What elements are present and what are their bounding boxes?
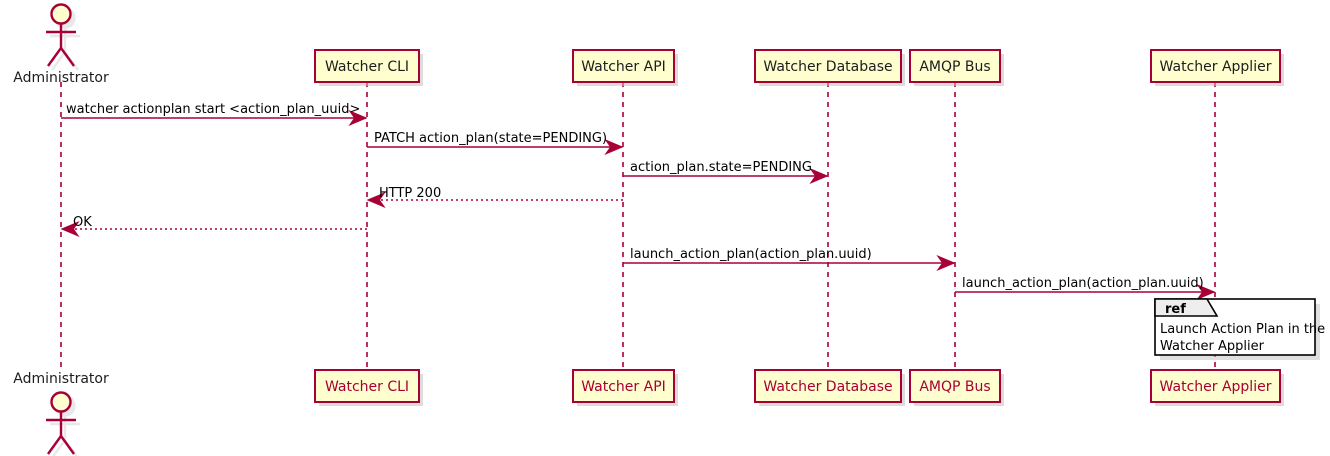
participant-boxes-group: Watcher CLI Watcher CLI Watcher API Watcher… (314, 49, 1284, 406)
participant-label: Watcher Applier (1160, 379, 1272, 395)
box-body (1150, 369, 1281, 403)
ref-line: Launch Action Plan in the (1160, 322, 1325, 337)
message-label: PATCH action_plan(state=PENDING) (374, 131, 607, 146)
box-body (1150, 49, 1281, 83)
messages-group: watcher actionplan start <action_plan_uu… (60, 102, 1216, 300)
participant-label: Watcher CLI (325, 379, 409, 395)
participant-label: Watcher Database (763, 379, 892, 395)
box-body (572, 49, 675, 83)
actor-head-icon (50, 391, 72, 413)
message-msg-1[interactable]: watcher actionplan start <action_plan_uu… (61, 102, 368, 126)
participant-watcher-database-top[interactable]: Watcher Database (754, 49, 905, 86)
ref-tab (1154, 298, 1219, 317)
box-body (754, 49, 902, 83)
message-label: launch_action_plan(action_plan.uuid) (962, 276, 1204, 291)
message-label: launch_action_plan(action_plan.uuid) (630, 247, 872, 262)
participant-watcher-applier-bottom[interactable]: Watcher Applier (1150, 369, 1284, 406)
message-msg-7[interactable]: launch_action_plan(action_plan.uuid) (955, 276, 1216, 300)
participant-watcher-api-top[interactable]: Watcher API (572, 49, 678, 86)
message-msg-4[interactable]: HTTP 200 (366, 186, 623, 208)
actor-administrator-top[interactable]: Administrator (13, 3, 109, 87)
actor-leg-right (60, 47, 75, 67)
participant-label: AMQP Bus (919, 59, 990, 75)
message-label: OK (73, 215, 92, 230)
actor-leg-right (60, 435, 75, 455)
participant-amqp-bus-top[interactable]: AMQP Bus (909, 49, 1004, 86)
participant-watcher-api-bottom[interactable]: Watcher API (572, 369, 678, 406)
participant-label: Watcher API (581, 59, 666, 75)
message-msg-2[interactable]: PATCH action_plan(state=PENDING) (367, 131, 624, 155)
message-msg-3[interactable]: action_plan.state=PENDING (623, 160, 829, 184)
participant-watcher-database-bottom[interactable]: Watcher Database (754, 369, 905, 406)
participant-watcher-applier-top[interactable]: Watcher Applier (1150, 49, 1284, 86)
message-label: HTTP 200 (379, 186, 441, 201)
actor-leg-left (51, 439, 66, 456)
actor-label: Administrator (13, 371, 109, 387)
participant-label: Watcher API (581, 379, 666, 395)
message-label: action_plan.state=PENDING (630, 160, 812, 175)
box-body (909, 369, 1001, 403)
message-msg-5[interactable]: OK (60, 215, 367, 237)
box-body (314, 369, 420, 403)
ref-line: Watcher Applier (1160, 339, 1265, 354)
actor-leg-left (47, 47, 62, 67)
actor-label: Administrator (13, 70, 109, 86)
participant-amqp-bus-bottom[interactable]: AMQP Bus (909, 369, 1004, 406)
participant-label: Watcher Applier (1160, 59, 1272, 75)
participant-label: Watcher Database (763, 59, 892, 75)
message-msg-6[interactable]: launch_action_plan(action_plan.uuid) (623, 247, 956, 271)
box-body (754, 369, 902, 403)
lifelines-group (60, 82, 1216, 370)
participant-label: Watcher CLI (325, 59, 409, 75)
actor-leg-left (47, 435, 62, 455)
message-label: watcher actionplan start <action_plan_uu… (66, 102, 360, 117)
actor-leg-left (51, 51, 66, 71)
ref-keyword: ref (1165, 302, 1186, 317)
box-body (909, 49, 1001, 83)
participant-watcher-cli-bottom[interactable]: Watcher CLI (314, 369, 423, 406)
participant-label: AMQP Bus (919, 379, 990, 395)
box-body (314, 49, 420, 83)
box-body (572, 369, 675, 403)
actor-head-icon (50, 3, 72, 25)
participant-watcher-cli-top[interactable]: Watcher CLI (314, 49, 423, 86)
actor-administrator-bottom[interactable]: Administrator (13, 371, 109, 456)
